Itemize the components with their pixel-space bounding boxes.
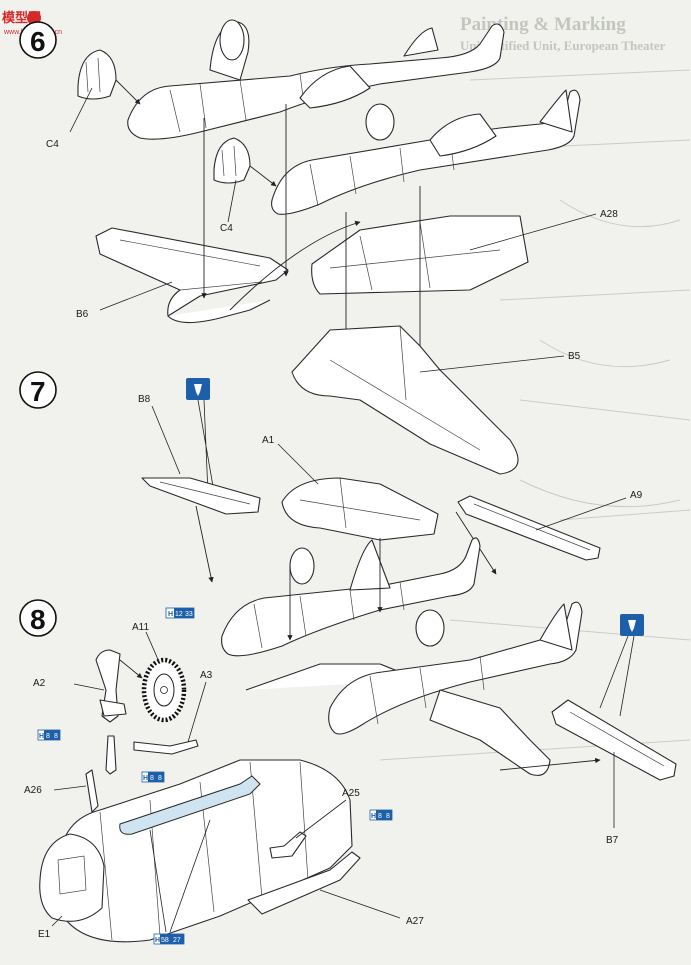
callout-a2-n1: 8: [46, 733, 50, 740]
label-a28: A28: [600, 209, 618, 220]
part-b8: [141, 477, 261, 515]
paint-callout-a25: H 8 8: [369, 809, 393, 821]
paint-callout-a2: H 8 8: [37, 729, 61, 741]
step-6-assembly: C4 C4 B6 A28: [46, 19, 618, 371]
callout-e1-n2: 27: [173, 937, 181, 944]
cement-icon: [186, 378, 210, 400]
cement-icon: [620, 614, 644, 636]
step6-upper-aircraft: [127, 19, 505, 140]
ghost-subheader: Unidentified Unit, European Theater: [460, 38, 666, 53]
label-a9: A9: [630, 490, 643, 501]
step-6-badge: 6: [19, 21, 57, 59]
callout-e1-n1: 58: [161, 937, 169, 944]
callout-e1-h: H: [155, 937, 160, 944]
callout-a2-h: H: [39, 733, 44, 740]
fuselage-half: [58, 759, 353, 943]
paint-callout-a11: H 12 33: [165, 607, 195, 619]
step-8-assembly: B7 A11 H 12 33 A2 H 8 8: [24, 601, 677, 945]
label-a2: A2: [33, 678, 46, 689]
label-a27: A27: [406, 916, 424, 927]
label-b5: B5: [568, 351, 581, 362]
step8-aircraft: [245, 601, 583, 776]
label-b8: B8: [138, 394, 151, 405]
callout-a3-h: H: [143, 775, 148, 782]
part-a27: [247, 851, 361, 915]
label-b6: B6: [76, 309, 89, 320]
step-8-number: 8: [30, 604, 46, 635]
part-a25: [269, 831, 307, 859]
callout-a11-n1: 12: [175, 611, 183, 618]
label-a26: A26: [24, 785, 42, 796]
label-a3: A3: [200, 670, 213, 681]
paint-callout-e1: H 58 27: [153, 933, 185, 945]
callout-a11-h: H: [168, 611, 173, 618]
step-8-badge: 8: [19, 599, 57, 637]
label-e1: E1: [38, 929, 51, 940]
part-c4-upper: [77, 49, 117, 100]
part-a11: [141, 657, 187, 723]
ghost-header: Painting & Marking: [460, 14, 626, 35]
step-7-number: 7: [30, 376, 46, 407]
callout-a11-n2: 33: [185, 611, 193, 618]
part-a3: [133, 739, 199, 755]
label-a1: A1: [262, 435, 275, 446]
step-6-number: 6: [30, 26, 46, 57]
label-c4-upper: C4: [46, 139, 59, 150]
part-b7: [551, 699, 677, 781]
callout-a3-n1: 8: [150, 775, 154, 782]
label-c4-lower: C4: [220, 223, 233, 234]
part-c4-lower: [213, 137, 251, 184]
callout-a25-h: H: [371, 813, 376, 820]
part-b5-group: B5: [291, 325, 581, 475]
step6-lower-aircraft: [271, 89, 581, 215]
step-7-assembly: B8 A1 A9: [138, 378, 643, 657]
label-a11: A11: [132, 622, 149, 633]
label-a25: A25: [342, 788, 360, 799]
part-a1: [281, 477, 439, 541]
part-b5: [291, 325, 519, 475]
label-b7: B7: [606, 835, 619, 846]
callout-a25-n2: 8: [386, 813, 390, 820]
callout-a3-n2: 8: [158, 775, 162, 782]
logo-text: 模型网: [2, 10, 41, 26]
part-b6: [95, 227, 289, 317]
callout-a2-n2: 8: [54, 733, 58, 740]
paint-callout-a3: H 8 8: [141, 771, 165, 783]
step-7-badge: 7: [19, 371, 57, 409]
part-e1: [39, 833, 105, 922]
part-a26: [85, 769, 99, 813]
canopy-clear-part: [119, 775, 261, 835]
callout-a25-n1: 8: [378, 813, 382, 820]
